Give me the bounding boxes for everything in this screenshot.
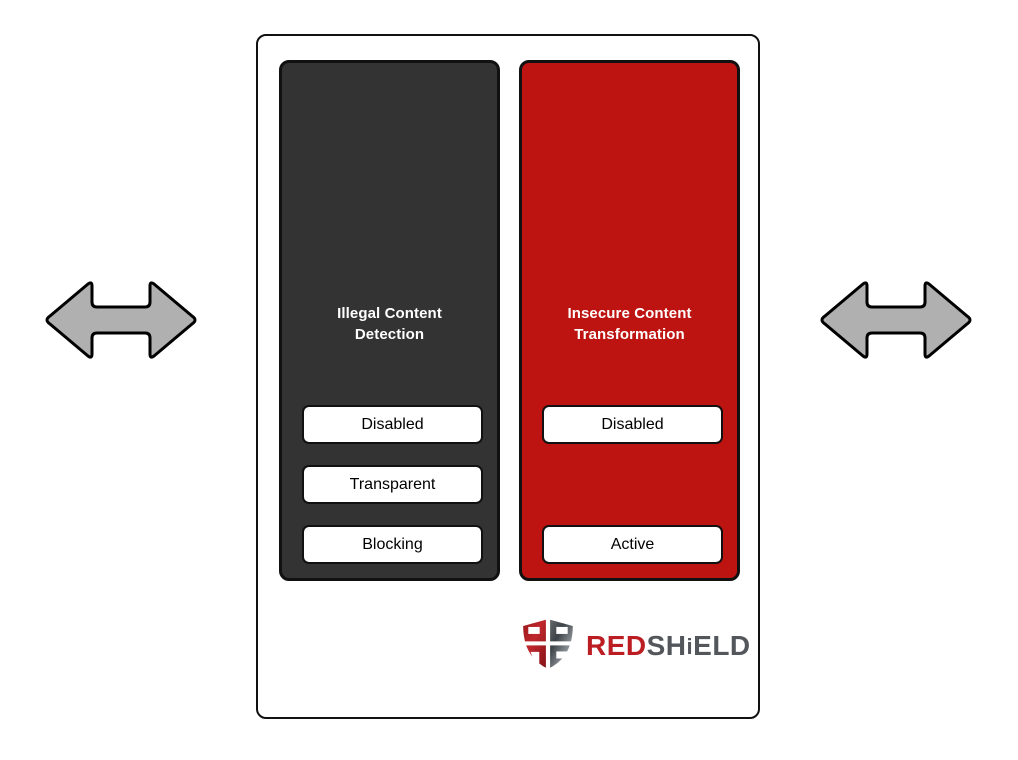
panel-title-insecure-content-transformation: Insecure Content Transformation (567, 305, 692, 343)
option-button-insecure-disabled[interactable]: Disabled (542, 405, 723, 444)
panel-title-illegal-content-detection: Illegal Content Detection (337, 305, 442, 343)
redshield-shield-icon (520, 616, 576, 677)
option-button-illegal-disabled[interactable]: Disabled (302, 405, 483, 444)
double-headed-arrow-icon (45, 281, 197, 359)
diagram-card: Illegal Content Detection Disabled Trans… (256, 34, 760, 719)
double-headed-arrow-icon (820, 281, 972, 359)
option-button-illegal-transparent[interactable]: Transparent (302, 465, 483, 504)
panel-illegal-content-detection: Illegal Content Detection Disabled Trans… (279, 60, 500, 581)
option-button-insecure-active[interactable]: Active (542, 525, 723, 564)
flow-arrow-left (40, 276, 202, 364)
wordmark-red: RED (586, 630, 647, 661)
redshield-wordmark: REDSHiELD (586, 632, 751, 660)
wordmark-eld: ELD (693, 630, 751, 661)
wordmark-i: i (686, 634, 694, 659)
flow-arrow-right (815, 276, 977, 364)
panel-insecure-content-transformation: Insecure Content Transformation Disabled… (519, 60, 740, 581)
redshield-logo: REDSHiELD (520, 616, 750, 677)
option-button-illegal-blocking[interactable]: Blocking (302, 525, 483, 564)
wordmark-sh: SH (646, 630, 687, 661)
